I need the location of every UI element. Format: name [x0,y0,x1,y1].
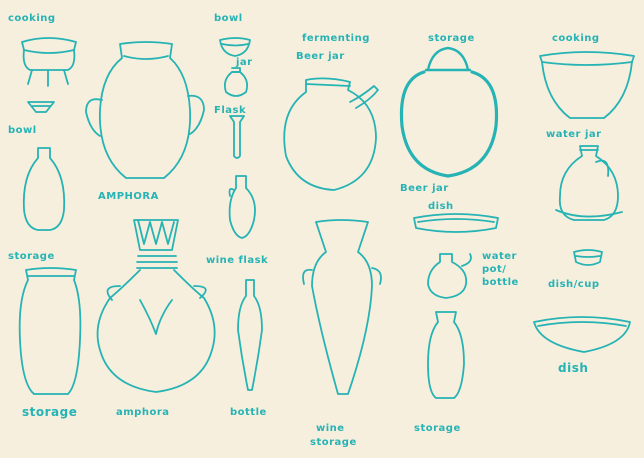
label-wine-storage-line-1: wine [316,424,345,434]
small-jar-drawing [225,68,247,96]
label-water-pot-line-2: pot/ [482,265,506,275]
dish-cup-drawing [574,250,602,265]
wine-storage-drawing [303,220,381,394]
small-flask-drawing [230,116,244,158]
water-pot-bottle-drawing [428,254,471,298]
storage-bottom-left-drawing [20,268,81,394]
label-wine-flask: wine flask [206,256,268,266]
label-amphora-1: AMPHORA [98,192,159,202]
storage-vessel-left-drawing [24,148,64,230]
dish-mid-drawing [414,214,498,232]
label-cooking-1: cooking [8,14,56,24]
label-bowl-left: bowl [8,126,37,136]
label-flask-small: Flask [214,106,246,116]
label-water-pot-line-3: bottle [482,278,519,288]
label-storage-bottom-left: storage [22,406,77,418]
label-bottle: bottle [230,408,267,418]
label-dish-right: dish [558,362,588,374]
label-jar-small: jar [236,58,253,68]
label-bowl-top: bowl [214,14,243,24]
decorated-amphora-drawing [98,220,215,392]
water-jar-drawing [556,146,622,220]
label-fermenting: fermenting [302,34,370,44]
amphora-drawing [86,42,204,178]
label-storage-top: storage [428,34,475,44]
fermenting-beer-jar-drawing [284,78,378,190]
label-amphora-2: amphora [116,408,170,418]
label-water-jar: water jar [546,130,602,140]
label-dish-mid: dish [428,202,454,212]
label-beer-jar-2: Beer jar [400,184,449,194]
bowl-left-drawing [28,102,54,112]
label-dish-cup: dish/cup [548,280,600,290]
label-storage-bottom-mid: storage [414,424,461,434]
label-cooking-2: cooking [552,34,600,44]
label-wine-storage-line-2: storage [310,438,357,448]
label-beer-jar-1: Beer jar [296,52,345,62]
wine-flask-drawing [230,176,256,238]
cooking-pot-drawing [22,38,76,86]
bottle-drawing [238,280,262,390]
storage-slim-drawing [428,312,464,398]
label-storage-left: storage [8,252,55,262]
label-water-pot-line-1: water [482,252,517,262]
cooking-bowl-right-drawing [540,52,634,118]
small-bowl-drawing [220,38,250,56]
storage-round-drawing [401,48,496,176]
dish-right-drawing [534,317,630,352]
